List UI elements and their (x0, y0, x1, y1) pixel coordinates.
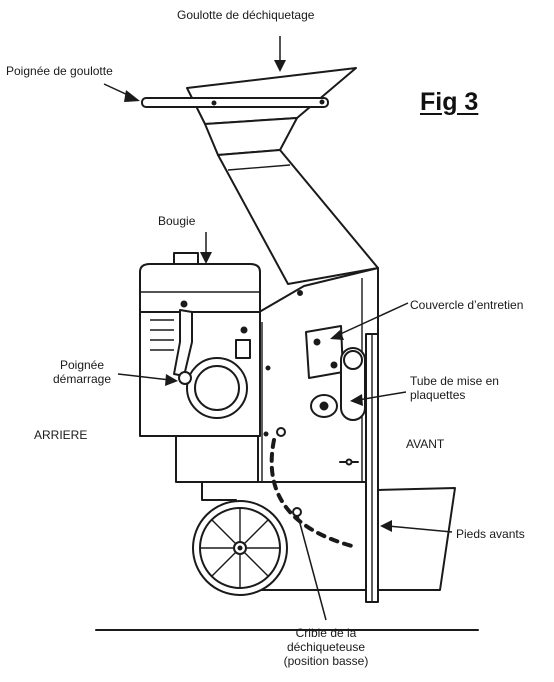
leader-front-legs (387, 525, 453, 533)
leader-chipper-tube (357, 391, 407, 401)
chute-seam (227, 164, 291, 171)
engine-base (175, 435, 259, 483)
figure-title: Fig 3 (420, 88, 479, 116)
label-chute: Goulotte de déchiquetage (177, 8, 315, 22)
label-screen: Crible de la déchiqueteuse (position bas… (266, 626, 386, 668)
engine-tank (139, 263, 261, 313)
leader-service-cover (335, 302, 409, 337)
screen-arc (269, 438, 354, 548)
label-chipper-tube: Tube de mise en plaquettes (410, 374, 499, 402)
leader-screen (297, 515, 327, 621)
label-start-handle: Poignée démarrage (42, 358, 122, 386)
label-front: AVANT (406, 437, 445, 451)
label-front-legs: Pieds avants (456, 527, 525, 541)
label-screen-line3: (position basse) (283, 654, 369, 668)
label-screen-line2: déchiqueteuse (286, 640, 366, 654)
hopper-top (186, 67, 357, 125)
label-service-cover: Couvercle d’entretien (410, 298, 524, 312)
label-chipper-tube-line1: Tube de mise en (410, 374, 499, 388)
hopper-neck (204, 117, 298, 156)
front-leg-foot (377, 487, 456, 591)
label-chute-handle: Poignée de goulotte (6, 64, 113, 78)
leader-start-handle (117, 373, 171, 381)
label-spark-plug: Bougie (158, 214, 196, 228)
label-chipper-tube-line2: plaquettes (410, 388, 466, 402)
label-start-handle-line1: Poignée (59, 358, 105, 372)
chute-handle-bar (141, 97, 329, 108)
label-rear: ARRIERE (34, 428, 88, 442)
label-screen-line1: Crible de la (295, 626, 357, 640)
label-start-handle-line2: démarrage (52, 372, 112, 386)
